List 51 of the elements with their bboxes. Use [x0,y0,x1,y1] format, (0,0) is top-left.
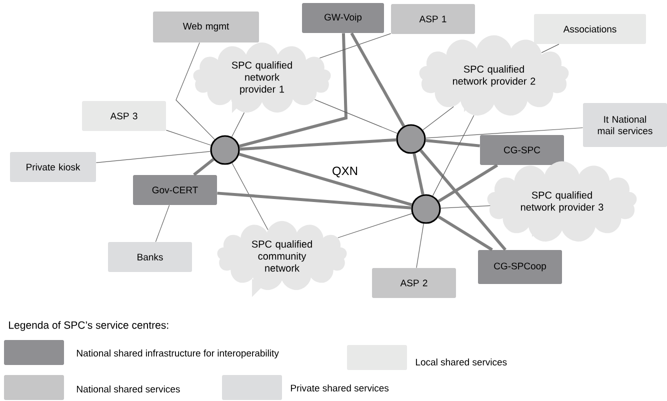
connector-line [238,152,412,206]
cloud-callout: SPC qualified network provider 2 [419,35,569,116]
legend-text: Local shared services [416,358,507,366]
connector-line [440,205,491,209]
connector-line [176,42,215,140]
connector-line [231,112,245,138]
hub-circle [396,124,426,154]
cloud-callout: SPC qualified community network [217,221,347,297]
cloud-callout: SPC qualified network provider 3 [487,161,637,242]
connector-line [416,223,424,268]
connector-line [314,99,398,134]
connector-line [240,138,396,151]
connector-line [432,115,474,196]
legend-text: Private shared services [291,384,389,392]
service-box: ASP 1 [391,4,475,34]
service-box: Gov-CERT [133,175,217,205]
qxn-label: QXN [332,166,358,178]
legend-title: Legenda of SPC’s service centres: [9,321,168,331]
service-box: Web mgmt [153,12,259,42]
connector-line [419,149,506,251]
service-box: CG-SPCoop [478,250,562,284]
service-box: ASP 3 [82,101,166,131]
connector-line [422,106,454,130]
connector-line [425,127,584,138]
connector-line [319,33,392,58]
service-box: GW-Voip [302,3,384,33]
connector-line [412,153,424,195]
connector-line [541,44,560,53]
connector-line [232,162,268,230]
hub-circle [210,135,240,165]
connector-line [438,215,493,252]
connector-line [338,213,412,238]
service-box: It National mail services [583,103,667,147]
connector-line [350,32,406,127]
connector-line [96,151,211,164]
service-box: Private kiosk [10,152,96,182]
service-box: CG-SPC [480,135,564,165]
hub-circle [411,194,441,224]
connector-line [155,204,170,242]
service-box: Banks [108,242,192,272]
legend-text: National shared services [77,386,180,392]
connector-line [438,164,498,203]
legend-text: National shared infrastructure for interoperability [77,350,279,358]
connector-line [166,130,212,146]
connector-line [193,158,214,176]
connector-line [426,138,480,148]
connector-line [217,192,412,210]
service-box: Associations [534,14,646,44]
connector-line [238,33,348,148]
service-box: ASP 2 [372,268,456,298]
cloud-callout: SPC qualified network provider 1 [193,42,331,113]
